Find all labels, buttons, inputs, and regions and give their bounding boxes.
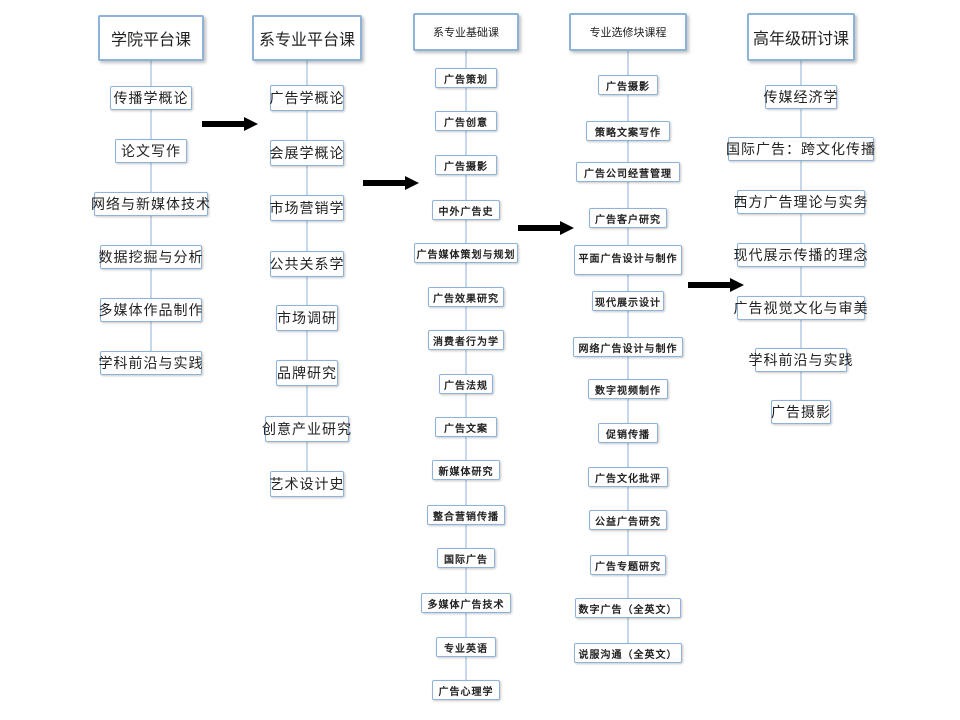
course-box: 学科前沿与实践 [749,348,853,372]
course-box: 平面广告设计与制作 [574,245,682,275]
course-box: 整合营销传播 [427,505,505,525]
course-box: 学科前沿与实践 [99,351,203,375]
course-box: 现代展示传播的理念 [734,243,868,267]
course-box: 公益广告研究 [589,510,667,530]
course-box: 广告媒体策划与规划 [414,243,518,263]
course-box: 广告策划 [435,68,497,88]
course-box: 论文写作 [115,139,187,163]
course-box: 网络广告设计与制作 [573,337,683,357]
course-box: 国际广告 [437,548,495,568]
course-box: 专业英语 [436,637,496,657]
course-box: 广告摄影 [771,400,831,424]
course-box: 西方广告理论与实务 [734,190,868,214]
column-dept-basic: 系专业基础课广告策划广告创意广告摄影中外广告史广告媒体策划与规划广告效果研究消费… [366,0,566,720]
course-box: 中外广告史 [432,200,500,220]
course-box: 广告创意 [435,111,497,131]
course-box: 多媒体广告技术 [421,593,511,613]
course-box: 传媒经济学 [764,85,838,109]
column-dept-platform: 系专业平台课广告学概论会展学概论市场营销学公共关系学市场调研品牌研究创意产业研究… [207,0,407,720]
course-box: 广告法规 [439,374,493,394]
course-box: 数字广告（全英文） [575,598,681,618]
course-box: 创意产业研究 [262,416,351,442]
flow-arrow-4 [688,278,744,292]
course-box: 促销传播 [598,423,658,443]
course-box: 市场营销学 [270,195,344,221]
column-title: 系专业平台课 [252,15,362,61]
course-box: 广告文化批评 [588,467,668,487]
course-box: 网络与新媒体技术 [91,192,210,216]
course-box: 广告公司经营管理 [576,162,680,182]
course-box: 广告心理学 [432,680,500,700]
course-box: 广告效果研究 [428,287,504,307]
course-box: 品牌研究 [276,360,338,386]
course-box: 新媒体研究 [432,460,500,480]
column-title: 专业选修块课程 [569,13,687,51]
connector-line [800,57,802,412]
course-box: 广告视觉文化与审美 [734,296,868,320]
column-title: 高年级研讨课 [747,13,855,61]
column-title: 系专业基础课 [413,13,519,51]
course-box: 公共关系学 [270,251,344,277]
course-box: 国际广告：跨文化传播 [726,137,875,161]
course-box: 会展学概论 [270,140,344,166]
flow-arrow-1 [202,117,258,131]
course-box: 广告文案 [435,417,497,437]
course-box: 广告摄影 [598,75,658,95]
course-box: 现代展示设计 [592,291,664,311]
course-box: 广告摄影 [435,155,497,175]
course-box: 策略文案写作 [586,121,670,141]
course-box: 广告客户研究 [589,208,667,228]
course-box: 说服沟通（全英文） [574,643,682,663]
column-elective: 专业选修块课程广告摄影策略文案写作广告公司经营管理广告客户研究平面广告设计与制作… [528,0,728,720]
course-box: 艺术设计史 [270,471,344,497]
course-box: 广告专题研究 [590,555,666,575]
flow-arrow-3 [518,221,574,235]
course-box: 多媒体作品制作 [99,298,203,322]
column-college: 学院平台课传播学概论论文写作网络与新媒体技术数据挖掘与分析多媒体作品制作学科前沿… [51,0,251,720]
column-seminar: 高年级研讨课传媒经济学国际广告：跨文化传播西方广告理论与实务现代展示传播的理念广… [701,0,901,720]
flow-arrow-2 [363,176,419,190]
connector-line [465,47,467,690]
course-box: 数字视频制作 [588,379,668,399]
course-box: 广告学概论 [270,85,344,111]
course-box: 消费者行为学 [428,330,504,350]
course-box: 传播学概论 [110,86,192,110]
column-title: 学院平台课 [98,15,204,61]
course-box: 市场调研 [276,305,338,331]
course-box: 数据挖掘与分析 [99,245,203,269]
